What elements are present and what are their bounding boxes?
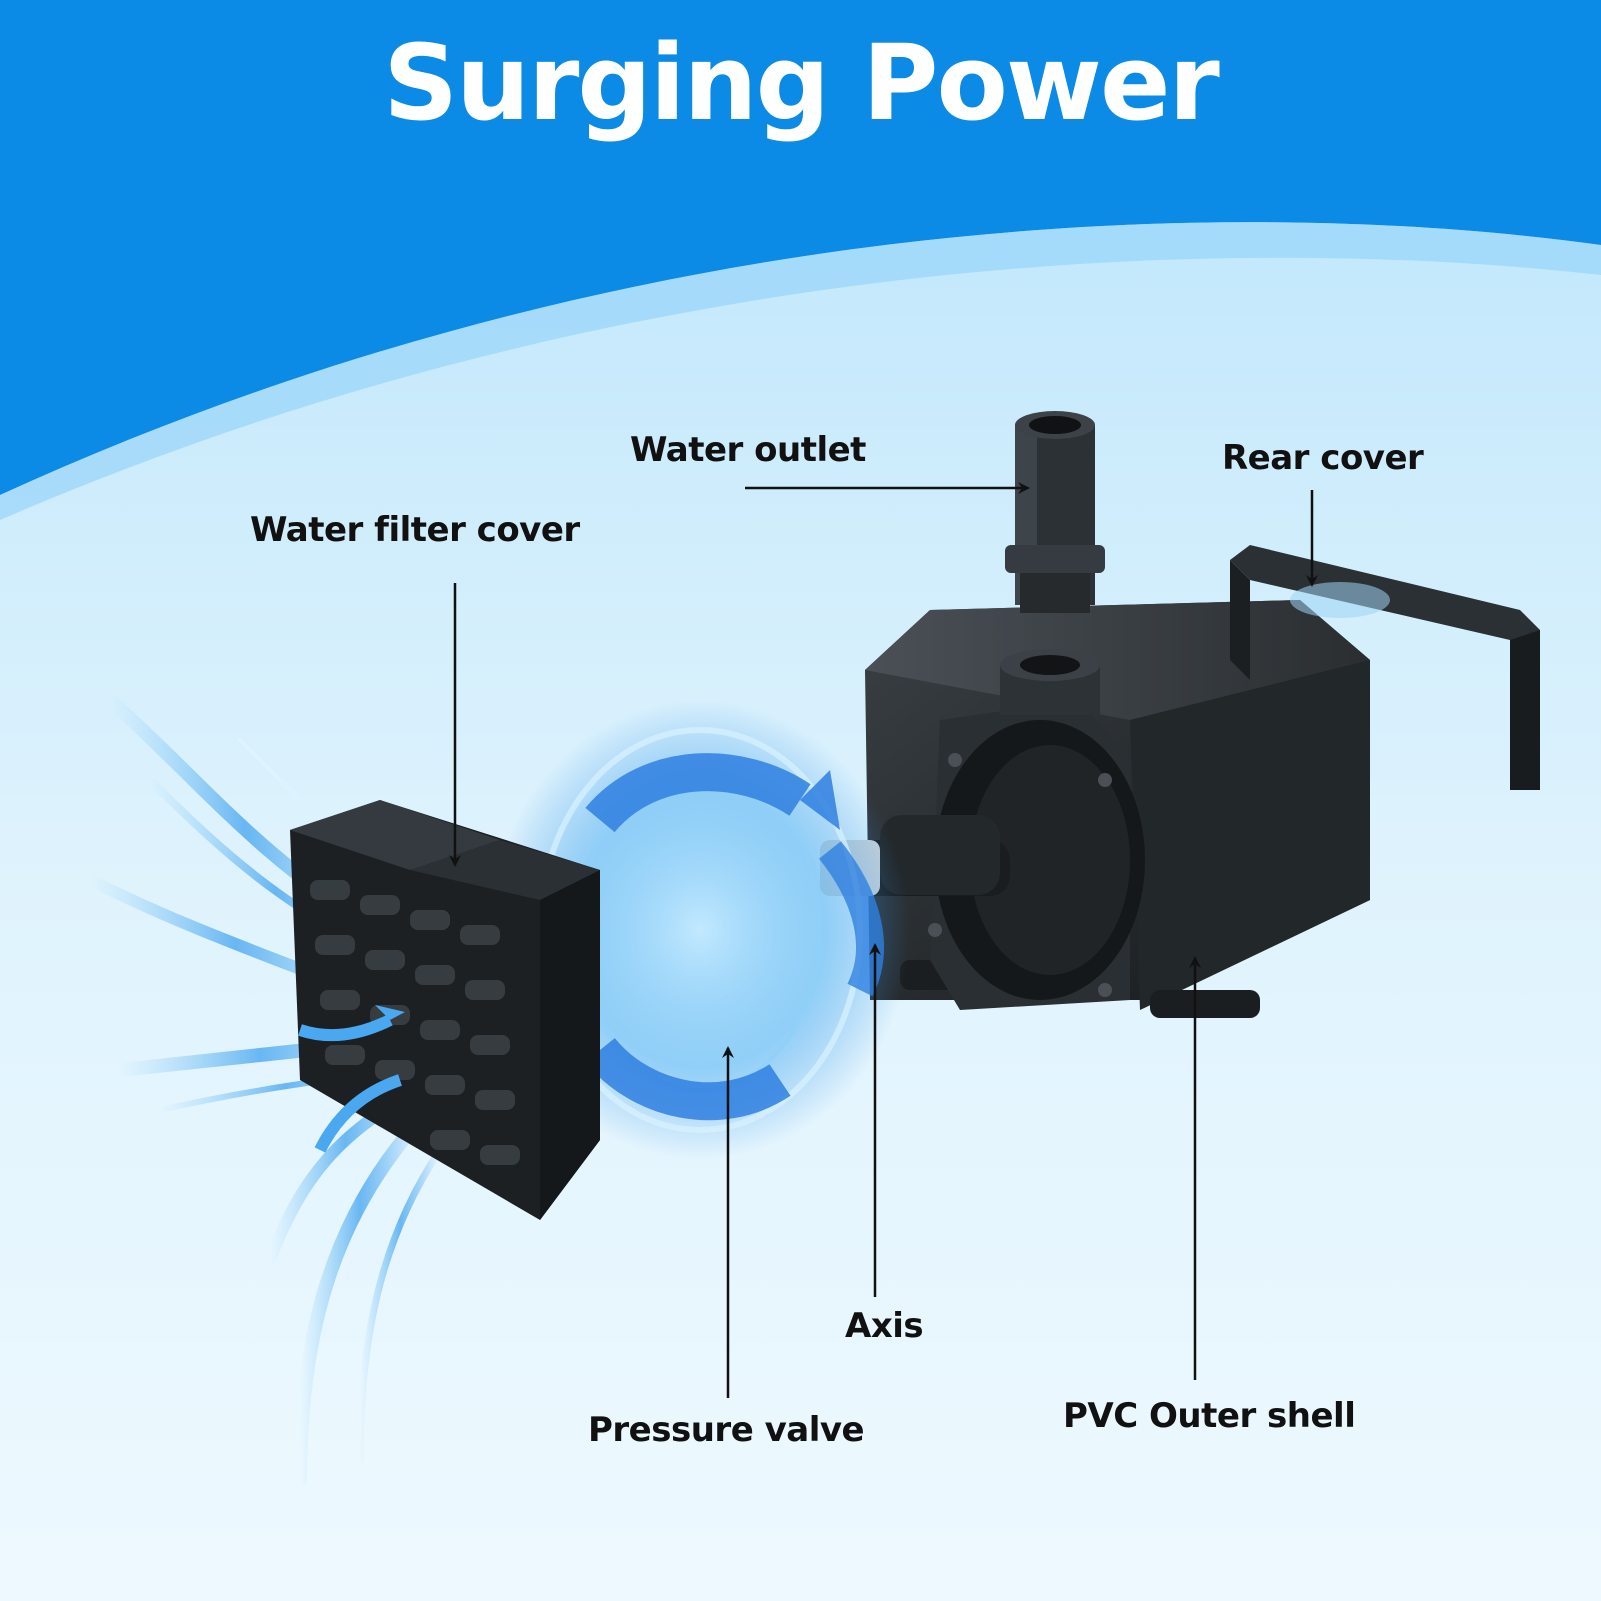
water-outlet-pipe [1005, 411, 1105, 613]
label-rear-cover: Rear cover [1222, 438, 1424, 478]
label-axis: Axis [845, 1306, 924, 1346]
banner-edge [0, 222, 1601, 520]
pointer-lines [449, 482, 1318, 1398]
label-water-outlet: Water outlet [630, 430, 866, 470]
label-water-filter-cover: Water filter cover [250, 510, 580, 550]
title-banner [0, 0, 1601, 495]
pump-chamber [928, 700, 1145, 1010]
page-title: Surging Power [383, 22, 1220, 144]
top-port [1000, 649, 1100, 715]
label-pvc-outer-shell: PVC Outer shell [1063, 1396, 1356, 1436]
label-pressure-valve: Pressure valve [588, 1410, 865, 1450]
rear-cover [1230, 545, 1540, 790]
water-filter-cover [290, 800, 600, 1220]
